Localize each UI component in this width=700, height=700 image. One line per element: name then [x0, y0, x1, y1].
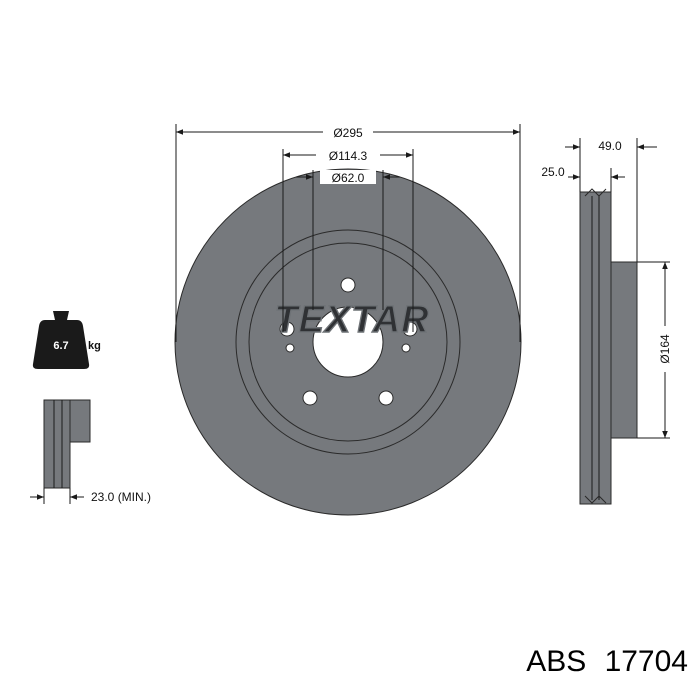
- caption-part-number: 17704: [604, 645, 688, 678]
- dimension-min-thickness: [30, 488, 84, 504]
- dimension-total-height: [565, 138, 657, 262]
- bolt-circle-label: Ø114.3: [329, 149, 368, 163]
- center-bore-label: Ø62.0: [332, 171, 365, 185]
- min-thickness-label: 23.0 (MIN.): [91, 490, 151, 504]
- caption-brand: ABS: [526, 645, 587, 678]
- weight-icon: [32, 311, 90, 369]
- locating-hole: [285, 343, 295, 353]
- hat-outer-ring: [235, 229, 461, 455]
- dimension-thickness: [568, 168, 625, 192]
- center-bore: [312, 306, 384, 378]
- brand-logo: TEXTAR: [274, 299, 429, 341]
- bolt-hole: [378, 390, 394, 406]
- outer-diameter-label: Ø295: [333, 126, 363, 140]
- total-height-label: 49.0: [598, 139, 622, 153]
- bolt-hole: [302, 390, 318, 406]
- weight-value: 6.7: [53, 340, 68, 352]
- disc-front-view: TEXTAR: [174, 168, 522, 516]
- weight-unit: kg: [88, 340, 101, 352]
- thickness-label: 25.0: [541, 165, 565, 179]
- disc-side-view: [579, 188, 638, 505]
- dimension-center-bore: [296, 170, 400, 310]
- min-thickness-profile: [43, 399, 91, 489]
- locating-hole: [401, 343, 411, 353]
- hat-diameter-label: Ø164: [658, 334, 672, 364]
- bolt-hole: [340, 277, 356, 293]
- part-caption: ABS 17704: [526, 645, 688, 679]
- hat-inner-ring: [248, 242, 448, 442]
